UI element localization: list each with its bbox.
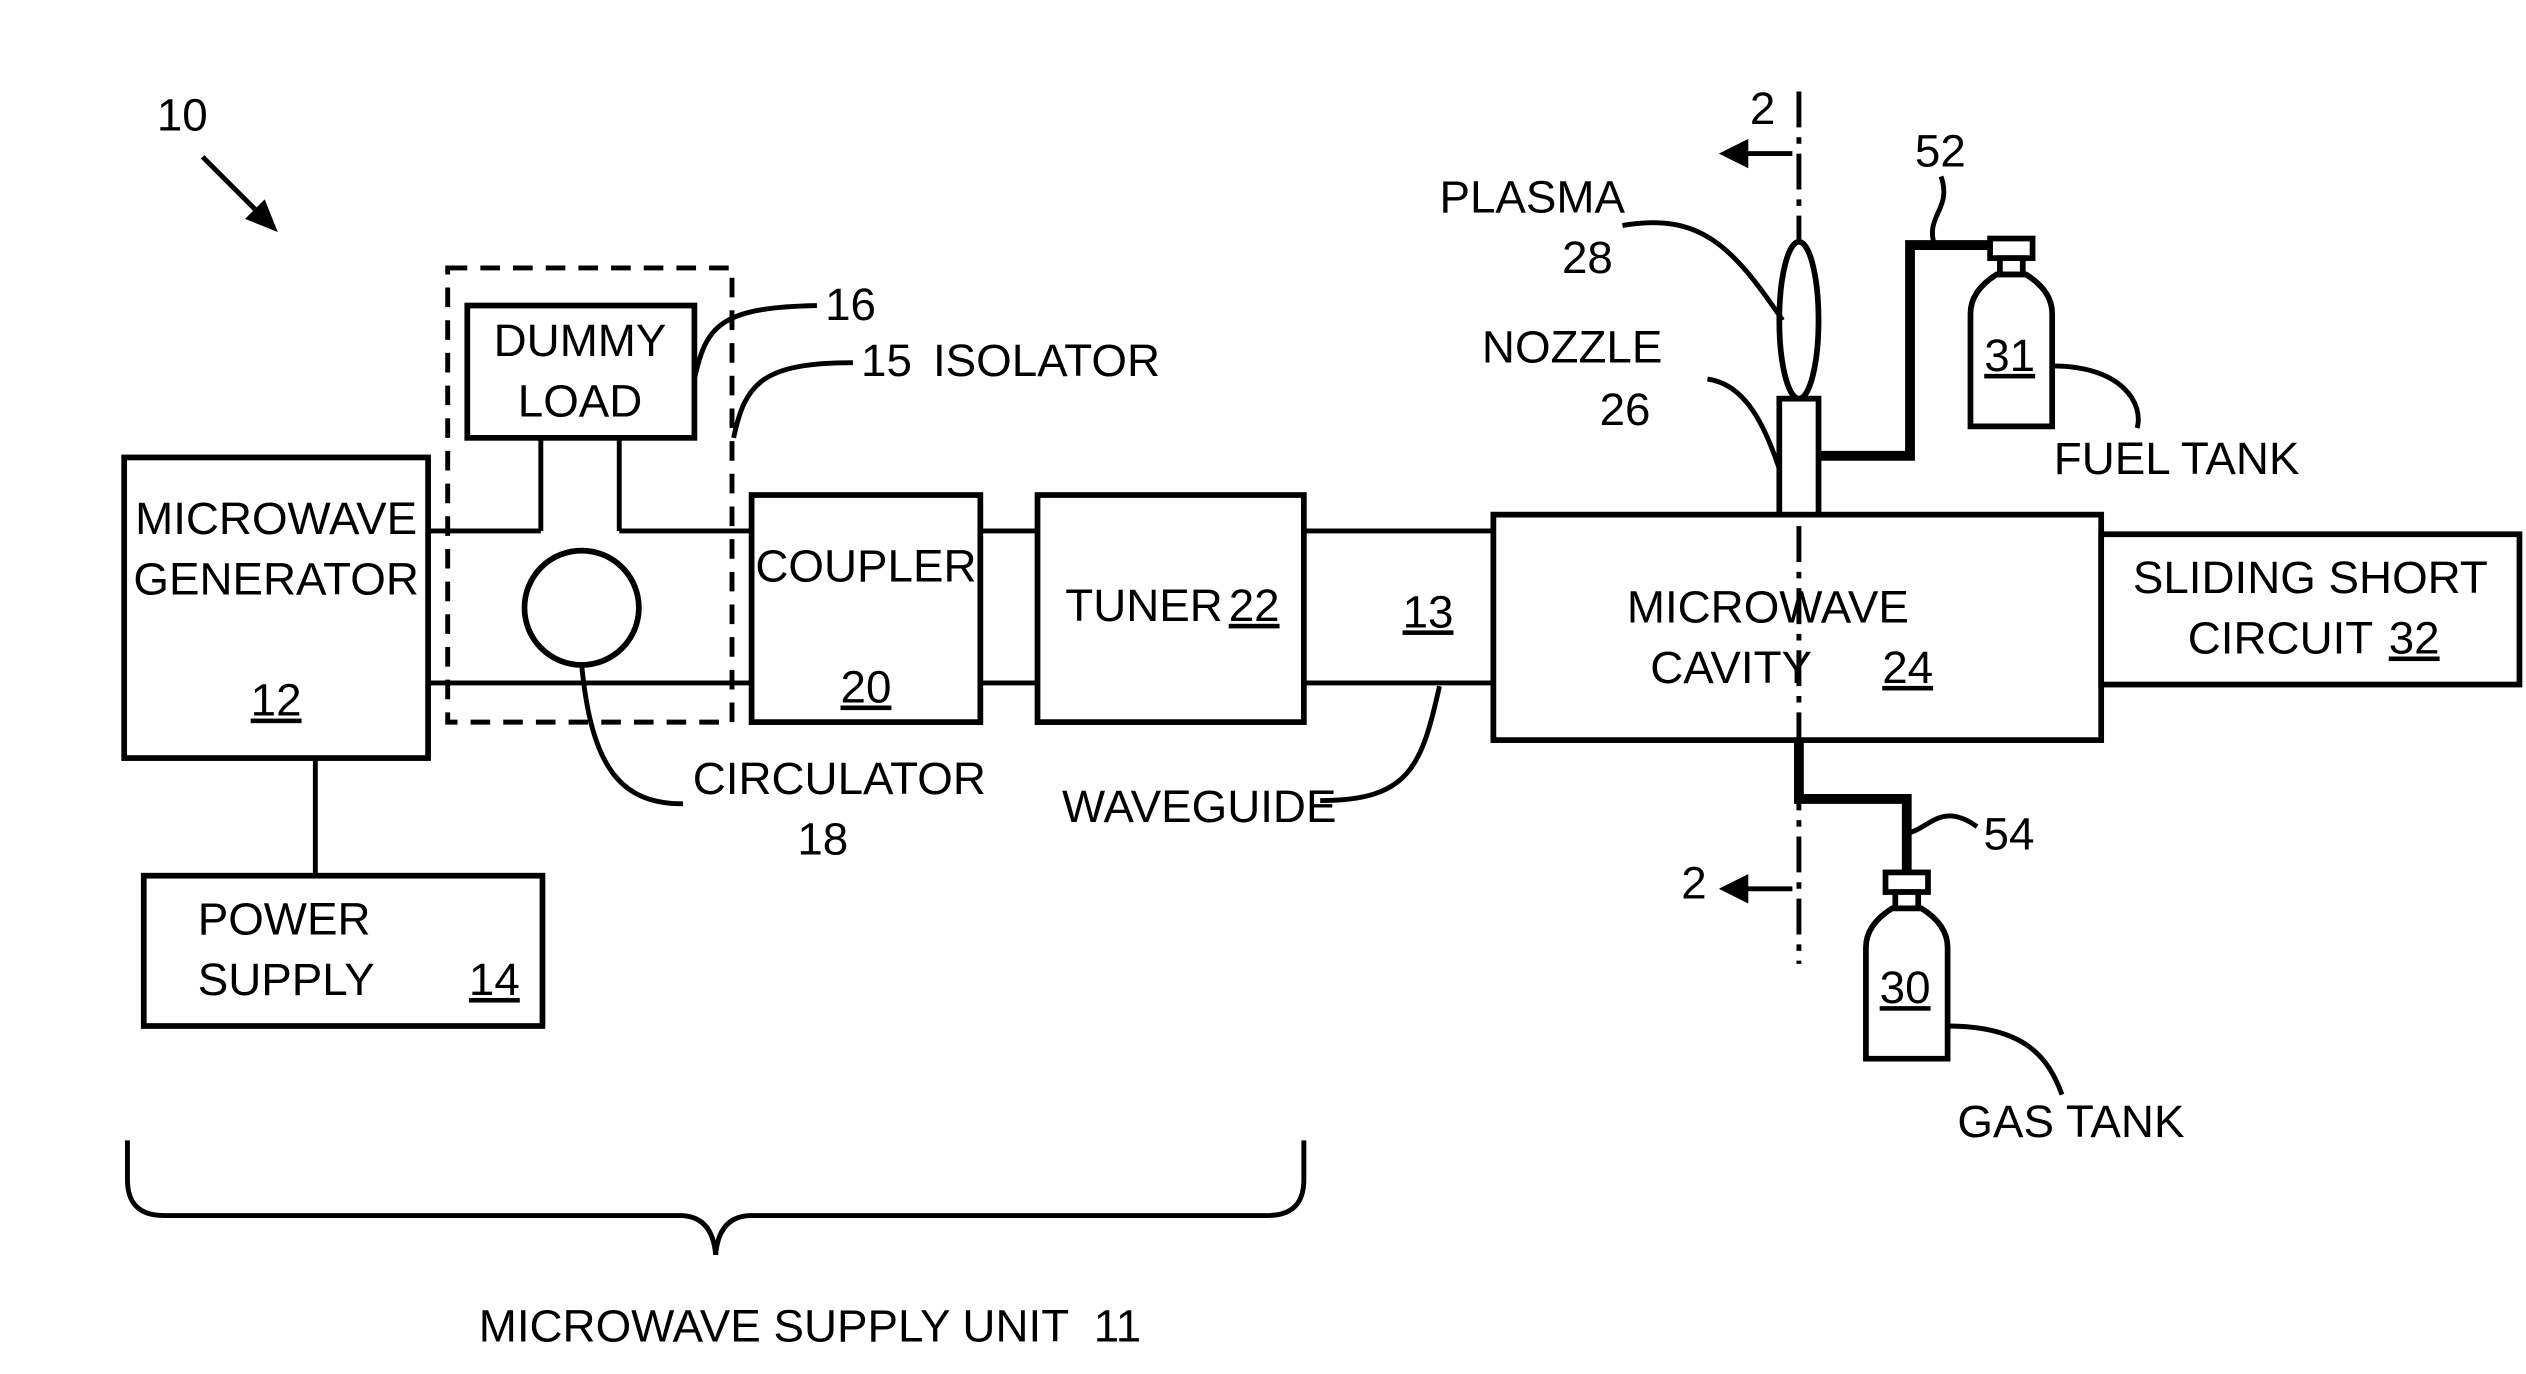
microwave-generator-block: MICROWAVE GENERATOR 12: [124, 457, 428, 758]
power-supply-line1: POWER: [198, 894, 371, 945]
gas-tank-ref: 30: [1880, 962, 1931, 1013]
fuel-line-leader: [1932, 176, 1943, 245]
circulator-leader: [582, 665, 683, 804]
gas-tank-label: GAS TANK: [1957, 1096, 2184, 1147]
microwave-cavity-ref: 24: [1882, 642, 1933, 693]
plasma-leader: [1622, 223, 1782, 321]
microwave-generator-line1: MICROWAVE: [135, 493, 417, 544]
supply-unit-brace: [127, 1140, 1303, 1254]
section-mark-top: 2: [1750, 83, 1775, 134]
microwave-generator-line2: GENERATOR: [133, 554, 418, 605]
gas-tank-leader: [1948, 1026, 2062, 1095]
section-arrow-bottom: [1719, 874, 1793, 903]
power-supply-line2: SUPPLY: [198, 954, 375, 1005]
dummy-load-line1: DUMMY: [494, 315, 667, 366]
nozzle-leader: [1707, 379, 1779, 469]
coupler-label: COUPLER: [755, 541, 976, 592]
microwave-cavity-line1: MICROWAVE: [1627, 581, 1909, 632]
waveguide-section-13: [1304, 531, 1494, 683]
sliding-short-line1: SLIDING SHORT: [2133, 552, 2488, 603]
circulator-ref: 18: [797, 813, 848, 864]
section-mark-bottom: 2: [1681, 858, 1706, 909]
tuner-ref: 22: [1229, 580, 1280, 631]
gas-line-ref: 54: [1984, 809, 2035, 860]
dummy-load-block: DUMMY LOAD: [467, 306, 694, 438]
dummy-load-line2: LOAD: [518, 376, 643, 427]
waveguide-ref: 13: [1403, 586, 1454, 637]
sliding-short-line2: CIRCUIT: [2188, 613, 2373, 664]
tuner-label: TUNER: [1065, 580, 1223, 631]
waveguide-leader: [1320, 686, 1439, 800]
sliding-short-ref: 32: [2389, 613, 2440, 664]
microwave-generator-ref: 12: [251, 675, 302, 726]
gas-line-leader: [1907, 816, 1977, 833]
nozzle-symbol: [1779, 399, 1818, 515]
coupler-block: COUPLER 20: [752, 495, 981, 722]
power-supply-ref: 14: [469, 954, 520, 1005]
figure-ref-arrow: [203, 157, 278, 232]
sliding-short-block: SLIDING SHORT CIRCUIT 32: [2101, 534, 2519, 684]
circulator-symbol: [524, 551, 638, 665]
plasma-label: PLASMA: [1439, 171, 1625, 222]
nozzle-ref: 26: [1600, 384, 1651, 435]
fuel-line: [1819, 245, 1994, 456]
fuel-tank-leader: [2052, 366, 2138, 428]
fuel-line-ref: 52: [1915, 126, 1966, 177]
microwave-cavity-line2: CAVITY: [1650, 642, 1812, 693]
circulator-label: CIRCULATOR: [693, 753, 986, 804]
coupler-ref: 20: [841, 662, 892, 713]
isolator-leader: [734, 363, 853, 438]
gas-line: [1799, 740, 1907, 872]
waveguide-label: WAVEGUIDE: [1062, 781, 1336, 832]
fuel-tank-label: FUEL TANK: [2054, 433, 2300, 484]
isolator-ref: 15: [861, 335, 912, 386]
supply-unit-label: MICROWAVE SUPPLY UNIT 11: [479, 1300, 1141, 1351]
plasma-ref: 28: [1562, 232, 1613, 283]
section-arrow-top: [1719, 139, 1793, 168]
tuner-block: TUNER 22: [1038, 495, 1304, 722]
plasma-symbol: [1779, 242, 1818, 399]
dummy-load-ref: 16: [825, 279, 876, 330]
figure-ref-label: 10: [157, 90, 208, 141]
nozzle-label: NOZZLE: [1482, 322, 1662, 373]
waveguide-section-coupler-tuner: [980, 531, 1037, 683]
isolator-label: ISOLATOR: [933, 335, 1160, 386]
power-supply-block: POWER SUPPLY 14: [144, 876, 543, 1026]
fuel-tank-ref: 31: [1984, 330, 2035, 381]
